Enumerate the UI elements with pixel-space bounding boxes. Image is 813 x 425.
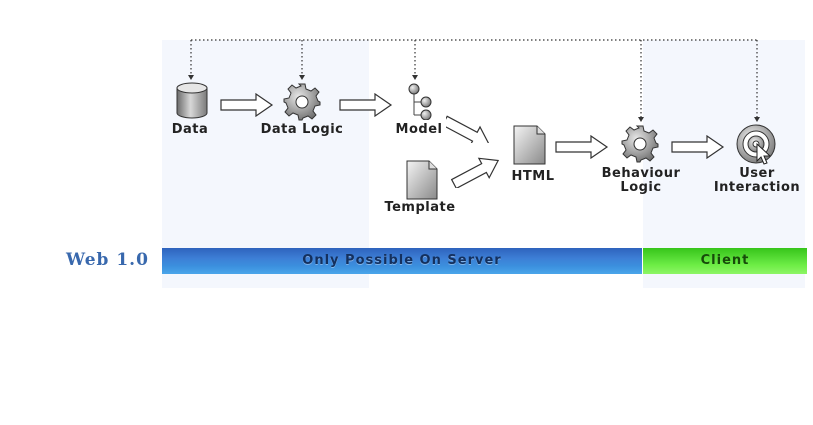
html-document-icon (513, 125, 546, 165)
node-label-data-logic: Data Logic (260, 122, 344, 137)
template-document-icon (406, 160, 438, 200)
node-label-user: User (739, 166, 775, 181)
client-bar: Client (643, 248, 807, 274)
arrow-html-to-behaviour (555, 135, 609, 159)
model-tree-icon (408, 83, 432, 120)
arrow-behaviour-to-user (671, 135, 725, 159)
arrow-data-to-logic (220, 93, 274, 117)
node-label-html: HTML (511, 169, 555, 184)
node-label-template: Template (384, 200, 456, 215)
node-label-behaviour-logic: Logic (620, 180, 662, 195)
arrow-model-to-html (446, 115, 490, 143)
arrow-logic-to-model (339, 93, 393, 117)
node-label-data: Data (171, 122, 209, 137)
server-zone-left (162, 40, 369, 288)
gear-icon (621, 125, 659, 163)
node-label-behaviour: Behaviour (601, 166, 681, 181)
era-label: Web 1.0 (66, 250, 149, 270)
database-icon (176, 82, 208, 119)
server-bar: Only Possible On Server (162, 248, 642, 274)
node-label-user-interaction: Interaction (713, 180, 801, 195)
gear-icon (283, 83, 321, 121)
node-label-model: Model (395, 122, 443, 137)
arrow-template-to-html (450, 157, 500, 188)
client-zone-right (643, 40, 805, 288)
target-cursor-icon (736, 124, 776, 165)
